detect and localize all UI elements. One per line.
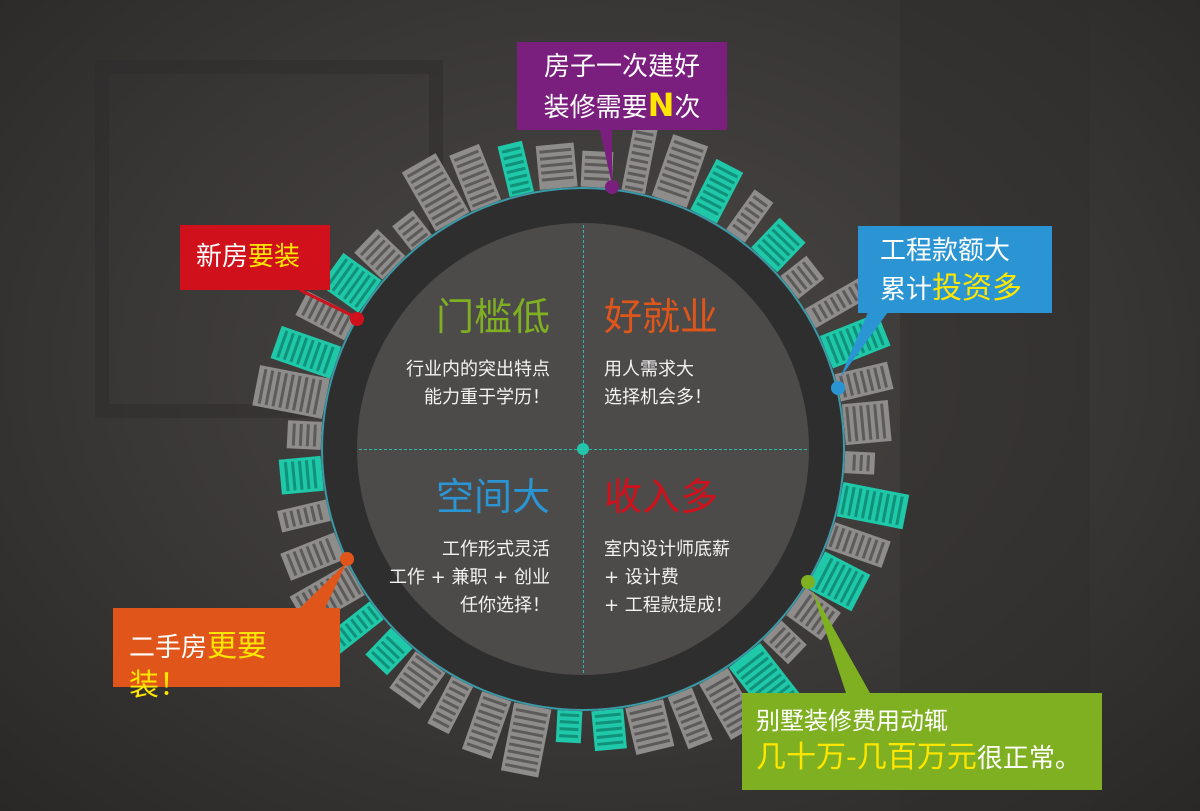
quadrant-threshold: 门槛低 行业内的突出特点 能力重于学历！: [388, 292, 550, 412]
building-icon: [252, 365, 330, 419]
building-icon: [751, 217, 806, 273]
callout-highlight: 要装: [248, 242, 301, 272]
building-icon: [295, 291, 357, 341]
building-icon: [690, 158, 744, 224]
quadrant-title: 空间大: [435, 475, 550, 519]
building-icon: [844, 451, 876, 475]
callout-line: 别墅装修费用动辄: [756, 707, 948, 735]
building-icon: [320, 252, 382, 313]
callout-highlight: 投资多: [932, 271, 1023, 306]
callout-line: 工程款额大: [880, 236, 1011, 266]
building-icon: [621, 117, 659, 195]
quadrant-line: + 工程款提成！: [604, 595, 733, 616]
building-icon: [762, 620, 807, 665]
building-icon: [354, 228, 406, 280]
quadrant-line: 工作 + 兼职 + 创业: [388, 567, 550, 588]
building-icon: [591, 708, 627, 752]
callout-house-built-once: 房子一次建好 装修需要N次: [517, 42, 727, 130]
quadrant-line: 选择机会多！: [604, 387, 712, 408]
marker-dot-orange: [340, 552, 354, 566]
building-icon: [497, 140, 534, 198]
quadrant-line: 工作形式灵活: [442, 539, 550, 560]
building-icon: [277, 499, 331, 533]
building-icon: [834, 361, 894, 402]
building-icon: [726, 189, 774, 243]
quadrant-line: 行业内的突出特点: [406, 359, 550, 380]
building-icon: [270, 325, 342, 379]
callout-second-hand: 二手房更要装！: [113, 608, 340, 703]
quadrant-line: 用人需求大: [604, 359, 694, 380]
building-icon: [580, 150, 614, 189]
building-icon: [401, 153, 470, 232]
building-icon: [667, 687, 713, 750]
building-icon: [500, 702, 552, 778]
building-icon: [555, 710, 583, 744]
quadrant-employment: 好就业 用人需求大 选择机会多！: [604, 292, 784, 412]
quadrant-line: 任你选择！: [460, 595, 550, 616]
callout-new-house: 新房要装: [180, 225, 330, 290]
quadrant-space: 空间大 工作形式灵活 工作 + 兼职 + 创业 任你选择！: [370, 472, 550, 620]
building-icon: [625, 699, 675, 755]
building-icon: [365, 627, 413, 676]
callout-text: 很正常。: [976, 744, 1081, 774]
building-icon: [841, 400, 892, 446]
building-icon: [461, 691, 512, 760]
callout-highlight: 几十万-几百万元: [756, 740, 977, 775]
building-icon: [427, 676, 474, 735]
callout-text: 装修需要: [543, 93, 648, 123]
quadrant-line: 能力重于学历！: [424, 387, 550, 408]
marker-dot-green: [801, 575, 815, 589]
center-dot: [577, 443, 589, 455]
callout-highlight: 更要装！: [129, 629, 268, 703]
callout-text: 次: [674, 93, 701, 123]
building-icon: [280, 532, 345, 581]
callout-text: 新房: [196, 242, 249, 272]
quadrant-income: 收入多 室内设计师底薪 + 设计费 + 工程款提成！: [604, 472, 794, 620]
quadrant-line: 室内设计师底薪: [604, 539, 730, 560]
building-icon: [651, 134, 709, 208]
building-icon: [392, 210, 432, 251]
building-icon: [825, 522, 891, 568]
callout-villa: 别墅装修费用动辄 几十万-几百万元很正常。: [742, 693, 1102, 790]
background-shelf: [900, 0, 1090, 811]
quadrant-title: 收入多: [604, 475, 719, 519]
building-icon: [449, 143, 502, 212]
marker-dot-purple: [605, 180, 619, 194]
callout-highlight: N: [647, 86, 675, 124]
callout-engineering-cost: 工程款额大 累计投资多: [858, 226, 1052, 313]
quadrant-title: 好就业: [604, 295, 719, 339]
building-icon: [286, 420, 323, 450]
quadrant-title: 门槛低: [435, 295, 550, 339]
building-icon: [806, 551, 871, 612]
building-icon: [389, 651, 446, 710]
callout-text: 累计: [880, 275, 933, 305]
marker-dot-blue: [831, 381, 845, 395]
marker-dot-red: [350, 312, 364, 326]
building-icon: [535, 142, 578, 190]
building-icon: [836, 482, 910, 530]
callout-line: 房子一次建好: [543, 52, 700, 82]
quadrant-line: + 设计费: [604, 567, 679, 588]
building-icon: [780, 255, 825, 299]
callout-text: 二手房: [129, 633, 208, 663]
building-icon: [278, 455, 324, 495]
